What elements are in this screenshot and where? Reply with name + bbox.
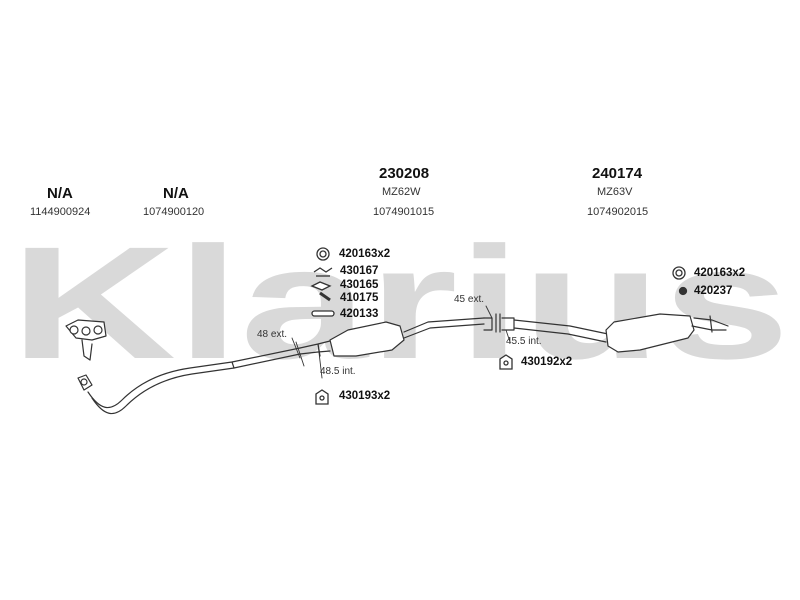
group-1-number: 1144900924 xyxy=(30,206,91,218)
group-4-model: MZ63V xyxy=(597,186,633,198)
hanger-icon-rear xyxy=(499,354,513,370)
dimension-48-ext: 48 ext. xyxy=(257,329,288,340)
group-1-title: N/A xyxy=(47,185,73,202)
group-4-number: 1074902015 xyxy=(587,206,649,218)
ring-icon xyxy=(316,247,330,261)
group-3-title: 230208 xyxy=(379,165,430,182)
watermark-text: Klarius xyxy=(10,213,790,392)
group-2-title: N/A xyxy=(163,185,189,202)
group-3-number: 1074901015 xyxy=(373,206,435,218)
accessory-mid-3: 430165 xyxy=(340,279,379,291)
dimension-lines xyxy=(291,305,511,379)
front-pipe xyxy=(87,347,301,415)
front-manifold xyxy=(65,319,107,391)
pipe-joint-mid xyxy=(483,313,515,333)
dimension-45-5-int: 45.5 int. xyxy=(506,336,542,347)
bracket-icon xyxy=(310,281,332,291)
group-2-number: 1074900120 xyxy=(143,206,205,218)
bolt-icon xyxy=(319,291,331,302)
nut-icon-rear xyxy=(678,286,688,296)
hanger-rear-code: 430192x2 xyxy=(521,356,573,368)
middle-silencer xyxy=(299,317,485,357)
accessory-rear-1: 420163x2 xyxy=(694,267,746,279)
hanger-mid-code: 430193x2 xyxy=(339,390,391,402)
accessory-mid-5: 420133 xyxy=(340,308,379,320)
dimension-48-5-int: 48.5 int. xyxy=(320,366,356,377)
accessory-mid-4: 410175 xyxy=(340,292,379,304)
rubber-strip-icon xyxy=(311,310,335,317)
accessory-rear-2: 420237 xyxy=(694,285,733,297)
accessory-mid-2: 430167 xyxy=(340,265,379,277)
dimension-45-ext: 45 ext. xyxy=(454,294,485,305)
hanger-icon-mid xyxy=(315,389,329,405)
group-4-title: 240174 xyxy=(592,165,643,182)
clamp-icon xyxy=(313,267,333,277)
accessory-mid-1: 420163x2 xyxy=(339,248,391,260)
group-3-model: MZ62W xyxy=(382,186,421,198)
rear-silencer xyxy=(513,313,729,353)
ring-icon-rear xyxy=(672,266,686,280)
